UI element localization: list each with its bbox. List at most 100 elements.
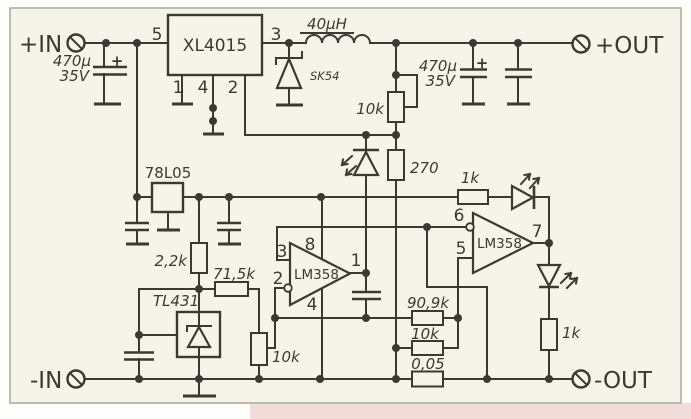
shunt-body [411,370,444,388]
sk54-label: SK54 [310,69,339,83]
opamp2-pin7-label: 7 [532,222,543,242]
xl4015-pin5-label: 5 [152,25,163,45]
terminal-minus-out: -OUT [571,368,653,394]
r270-value: 270 [410,159,439,177]
xl4015-pin1-label: 1 [173,78,184,98]
opamp1-pin4-label: 4 [307,295,318,315]
xl4015-pin4-label: 4 [198,78,209,98]
terminal-plus-in-label: +IN [19,32,62,58]
inductor-coil [304,34,372,45]
opamp1-triangle [288,241,353,307]
resistor-1k-led: 1k [457,169,489,205]
r1k-led-value: 1k [461,169,481,187]
opamp1-pin3-label: 3 [277,242,288,262]
input-cap-voltage: 35V [60,67,91,85]
r90k9-body [411,310,444,326]
xl4015-ic: XL4015 5 3 1 4 2 [152,13,282,136]
led-right-triangle [510,184,536,211]
led-mid-arrow-1 [340,154,354,167]
r1k-out-body [540,318,558,351]
status-led-mid [340,148,380,177]
input-capacitor: 470µ 35V + [53,52,127,106]
opamp1-label: LM358 [294,267,339,283]
xl4015-pin3-label: 3 [271,25,282,45]
terminal-minus-in-slash [69,372,83,386]
opamp2-inverting-bubble [465,222,475,232]
led-bottom-arrow-1 [559,271,573,285]
led-right-arrow-1 [519,172,532,186]
shunt-resistor: 0,05 [411,355,445,388]
r2k2-value: 2,2k [154,252,188,270]
resistor-2k2: 2,2k [154,242,208,274]
xl4015-label: XL4015 [183,36,247,56]
tl431-cathode-bar [186,325,212,332]
xl4015-pin2-label: 2 [228,78,239,98]
cv-pot-value: 10k [356,100,385,118]
r1k-out-value: 1k [562,324,582,342]
78l05-body [150,181,185,214]
led-mid-triangle [352,149,380,177]
input-cap-value: 470µ [53,52,91,70]
opamp2-triangle [471,211,536,275]
xl4015-body [166,13,264,77]
r2k2-body [190,242,208,274]
output-capacitor-electrolytic: 470µ 35V + [419,54,489,106]
shunt-value: 0,05 [411,355,444,373]
output-cap-voltage: 35V [426,72,457,90]
cv-pot: 10k [356,91,405,123]
resistor-71k5: 71,5k [213,265,256,297]
r10k-value: 10k [411,325,440,343]
terminal-plus-out-slash [574,37,588,51]
led-bottom-arrow-2 [565,276,579,290]
integrator-capacitor [352,290,381,301]
input-cap-polarity: + [111,52,124,70]
r270-body [387,149,405,181]
opamp1-inverting-bubble [283,283,293,293]
terminal-minus-in: -IN [30,368,86,394]
78l05-label: 78L05 [145,164,192,182]
terminal-plus-out: +OUT [571,33,664,59]
cc-pot-value: 10k [272,348,301,366]
r71k5-value: 71,5k [213,265,256,283]
opamp2-pin6-label: 6 [454,206,465,226]
r1k-led-body [457,189,489,205]
tl431-ref-capacitor [124,351,154,361]
output-cap-value: 470µ [419,57,457,75]
status-led-bottom [536,263,579,290]
inductor: 40µH [300,15,372,45]
terminal-plus-in-slash [69,36,83,50]
78l05-regulator: 78L05 [145,164,192,232]
78l05-output-capacitor [217,221,241,246]
terminal-plus-in: +IN [19,32,86,58]
junction-dots [102,39,553,383]
resistor-90k9: 90,9k [407,294,450,326]
tl431-label: TL431 [153,292,199,310]
output-cap-polarity: + [476,54,489,72]
bottom-strip [250,403,691,419]
opamp2-pin5-label: 5 [456,239,467,259]
opamp2-lm358: LM358 6 5 7 [454,206,543,275]
terminal-minus-in-label: -IN [30,368,62,394]
terminal-minus-out-slash [574,372,588,386]
r10k-body [411,340,444,356]
led-right-arrow-2 [528,176,541,190]
led-mid-arrow-2 [344,164,358,177]
opamp1-lm358: LM358 3 8 2 4 1 [273,235,362,315]
tl431-reference: TL431 [153,292,222,398]
led-bottom-triangle [536,263,562,289]
output-capacitor-ceramic [505,68,532,106]
terminal-minus-out-label: -OUT [594,368,653,394]
cc-pot-body [250,332,268,366]
resistor-1k-out: 1k [540,318,582,351]
sk54-diode: SK54 [275,51,339,107]
r90k9-value: 90,9k [407,294,450,312]
resistor-270: 270 [387,149,439,181]
inductor-value: 40µH [307,15,347,33]
opamp1-pin1-label: 1 [351,251,362,271]
resistor-10k: 10k [411,325,444,356]
sk54-triangle [275,56,303,90]
cv-pot-body [387,91,405,123]
opamp1-pin8-label: 8 [305,235,316,255]
